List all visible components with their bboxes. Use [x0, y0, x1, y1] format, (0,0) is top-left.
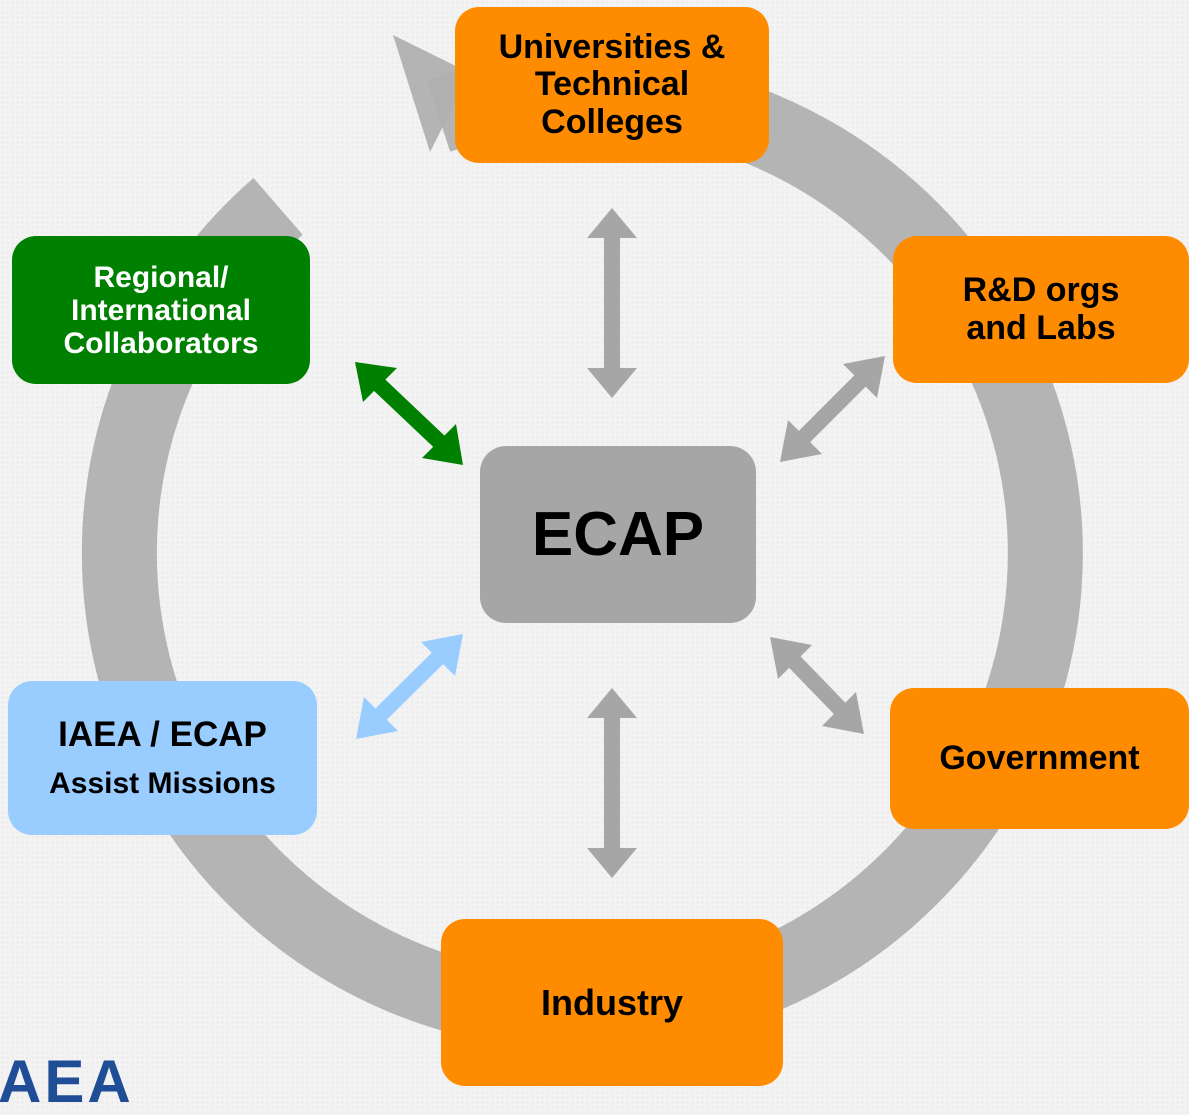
node-universities-line-2: Technical	[534, 65, 690, 104]
cycle-ring	[81, 55, 1083, 1051]
node-government: Government	[890, 688, 1189, 829]
node-iaea-line-2: Assist Missions	[49, 767, 276, 800]
node-regional-line-2: International	[70, 293, 251, 327]
node-ecap-label: ECAP	[531, 500, 705, 569]
node-rnd-orgs: R&D orgs and Labs	[893, 236, 1189, 383]
node-regional-line-3: Collaborators	[63, 326, 259, 360]
node-iaea-line-1: IAEA / ECAP	[58, 715, 267, 754]
arrow-ecap-regional	[355, 362, 463, 465]
iaea-logo: AEA	[0, 1048, 134, 1115]
node-iaea-missions: IAEA / ECAP Assist Missions	[8, 681, 317, 835]
cycle-arrowhead	[393, 35, 470, 152]
arrow-ecap-government	[770, 637, 864, 734]
node-universities-line-3: Colleges	[541, 102, 683, 141]
diagram-canvas	[81, 35, 1083, 1051]
node-rnd-line-1: R&D orgs	[962, 271, 1120, 310]
node-ecap-center: ECAP	[480, 446, 756, 623]
arrow-ecap-rnd	[780, 356, 885, 462]
node-industry-label: Industry	[540, 981, 683, 1023]
arrow-ecap-universities	[587, 208, 637, 398]
node-industry: Industry	[441, 919, 783, 1086]
node-regional-collaborators: Regional/ International Collaborators	[12, 236, 310, 384]
node-government-label: Government	[939, 739, 1140, 777]
node-rnd-line-2: and Labs	[966, 308, 1116, 347]
node-universities-line-1: Universities &	[498, 28, 726, 67]
arrow-ecap-iaea	[356, 634, 463, 739]
arrow-ecap-industry	[587, 688, 637, 878]
node-universities: Universities & Technical Colleges	[455, 7, 769, 163]
node-regional-line-1: Regional/	[93, 260, 229, 294]
